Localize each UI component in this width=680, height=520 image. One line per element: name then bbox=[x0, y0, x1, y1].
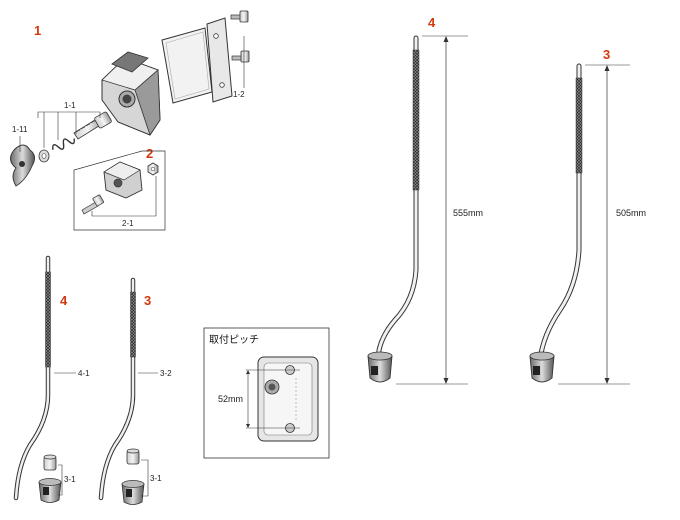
pitch-title: 取付ピッチ bbox=[209, 333, 259, 346]
clamp-block bbox=[103, 161, 143, 199]
label-1-1: 1-1 bbox=[64, 101, 76, 110]
part-number-1: 1 bbox=[34, 23, 41, 38]
bolt bbox=[73, 111, 112, 140]
label-3-1-a: 3-1 bbox=[64, 475, 76, 484]
part-number-2: 2 bbox=[146, 146, 153, 161]
part-number-3-small: 3 bbox=[144, 293, 151, 308]
label-3-2: 3-2 bbox=[160, 369, 172, 378]
gooseneck-4-large: 4 555mm bbox=[367, 15, 483, 385]
screw-1-2-top bbox=[230, 10, 249, 23]
washer bbox=[38, 149, 50, 163]
gooseneck-3-small: 3 3-2 bbox=[98, 277, 172, 501]
mount-block bbox=[101, 51, 161, 136]
label-1-11: 1-11 bbox=[12, 125, 28, 134]
part-number-3-large: 3 bbox=[603, 47, 610, 62]
label-1-2: 1-2 bbox=[233, 90, 245, 99]
pitch-plate bbox=[257, 356, 319, 442]
label-2-1: 2-1 bbox=[122, 219, 134, 228]
clamp-nut bbox=[147, 162, 159, 176]
gooseneck-3-large: 3 505mm bbox=[529, 47, 646, 385]
knob bbox=[10, 144, 35, 187]
base-parts-a: 3-1 bbox=[38, 454, 76, 503]
length-4-value: 555mm bbox=[453, 208, 483, 218]
screw-1-2-bottom bbox=[231, 50, 250, 63]
gooseneck-4-small: 4 4-1 bbox=[13, 255, 90, 501]
part-number-4-small: 4 bbox=[60, 293, 68, 308]
part-number-4-large: 4 bbox=[428, 15, 436, 30]
spring bbox=[52, 138, 75, 150]
mounting-plate bbox=[206, 17, 233, 103]
back-plate bbox=[161, 27, 213, 104]
clamp-screw bbox=[81, 194, 104, 215]
base-parts-b: 3-1 bbox=[121, 448, 162, 505]
mounting-pitch-box: 取付ピッチ 52mm bbox=[203, 327, 330, 459]
clamp-assembly: 2 2-1 bbox=[73, 146, 166, 231]
mount-assembly: 1 1-2 bbox=[10, 10, 250, 187]
label-4-1: 4-1 bbox=[78, 369, 90, 378]
pitch-value: 52mm bbox=[218, 394, 243, 404]
length-3-value: 505mm bbox=[616, 208, 646, 218]
label-3-1-b: 3-1 bbox=[150, 474, 162, 483]
